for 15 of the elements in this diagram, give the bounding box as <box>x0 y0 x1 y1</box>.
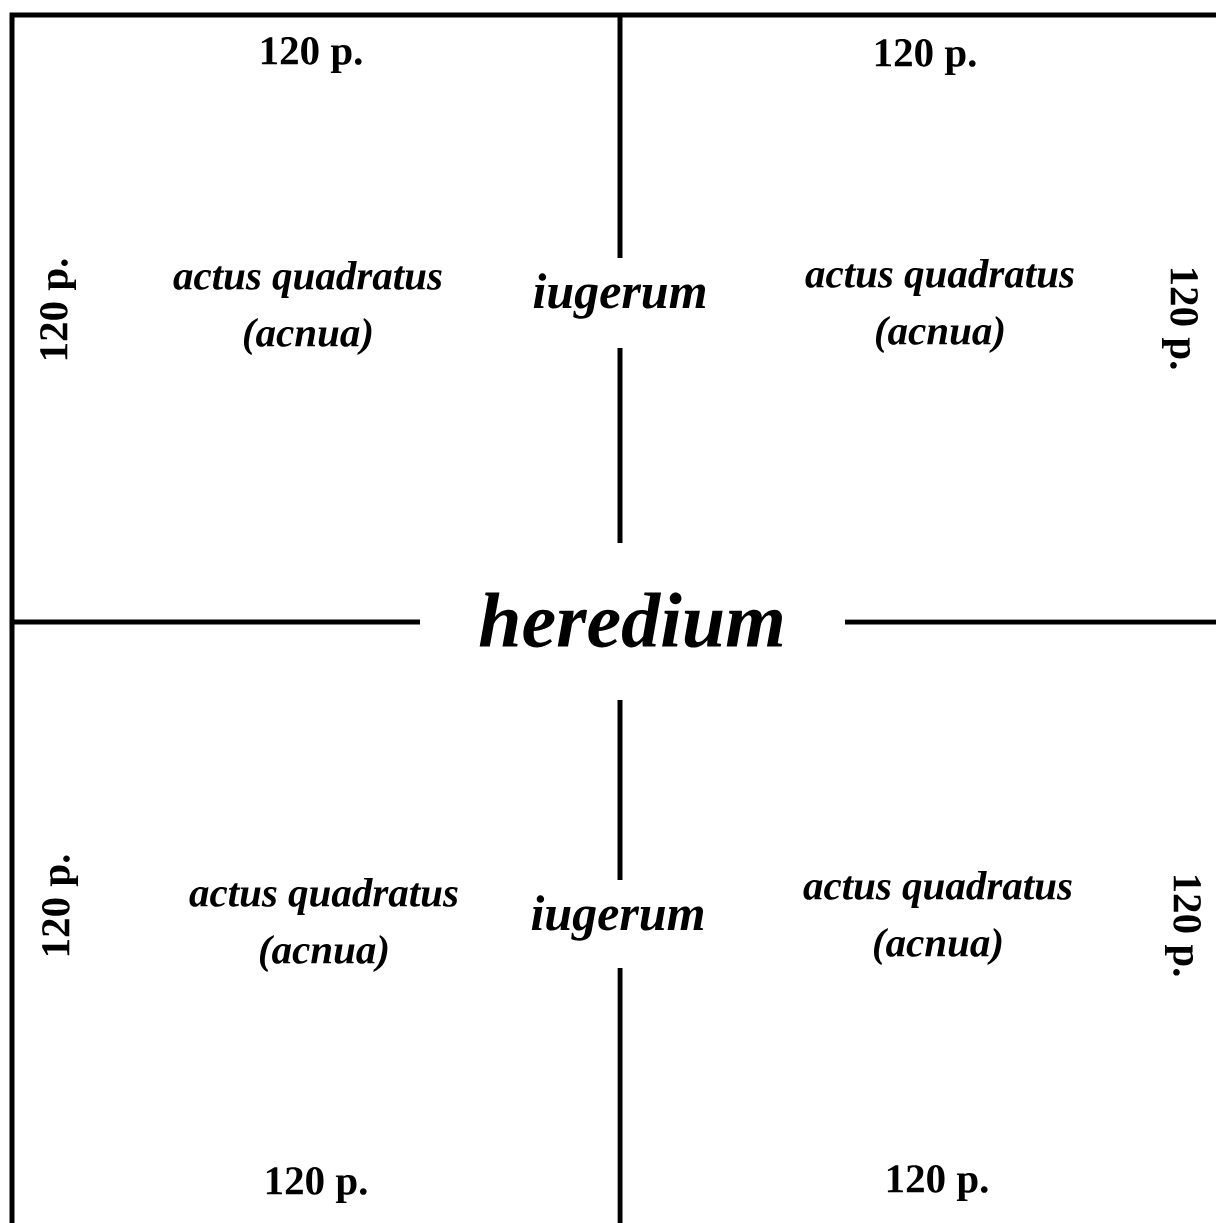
area-name: actus quadratus (acnua) <box>803 870 1072 966</box>
area-name: actus quadratus (acnua) <box>173 260 442 356</box>
dimension-label: 120 p. <box>1165 875 1201 976</box>
dimension-label: 120 p. <box>42 855 78 956</box>
area-name: iugerum <box>531 895 704 941</box>
dimension-label: 120 p. <box>266 1167 367 1203</box>
area-name: actus quadratus (acnua) <box>805 258 1074 354</box>
area-name: actus quadratus (acnua) <box>189 877 458 973</box>
dimension-label: 120 p. <box>887 1165 988 1201</box>
dimension-label: 120 p. <box>1162 268 1198 369</box>
dimension-label: 120 p. <box>875 39 976 75</box>
dimension-label: 120 p. <box>261 37 362 73</box>
area-name: iugerum <box>533 273 706 319</box>
dimension-label: 120 p. <box>40 259 76 360</box>
area-name: heredium <box>479 592 783 648</box>
